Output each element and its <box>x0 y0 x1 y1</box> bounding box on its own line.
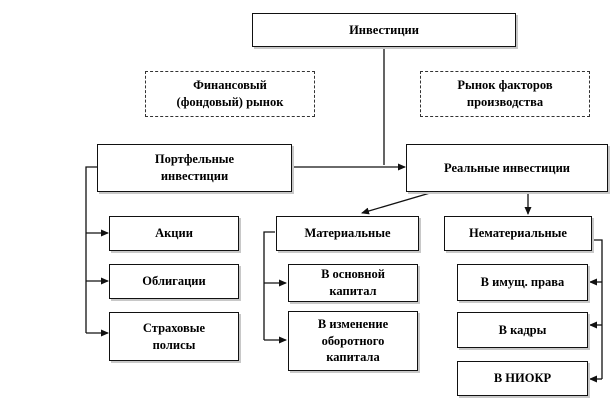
node-financial-market: Финансовый (фондовый) рынок <box>145 71 315 117</box>
node-property-rights: В имущ. права <box>457 264 588 301</box>
node-insurance-policies: Страховые полисы <box>109 312 239 361</box>
node-material: Материальные <box>276 216 419 251</box>
node-fixed-capital: В основной капитал <box>288 264 418 302</box>
node-stocks: Акции <box>109 216 239 251</box>
connector-intangible-bracket <box>592 239 603 379</box>
node-factor-market: Рынок факторов производства <box>420 71 590 117</box>
connector-portfolio-bracket <box>85 166 97 333</box>
node-bonds: Облигации <box>109 264 239 299</box>
node-investments: Инвестиции <box>252 13 516 47</box>
node-working-capital: В изменение оборотного капитала <box>288 311 418 371</box>
node-personnel: В кадры <box>457 312 588 348</box>
node-intangible: Нематериальные <box>444 216 592 251</box>
node-real-investments: Реальные инвестиции <box>406 144 608 192</box>
connector-real-to-material <box>361 192 431 215</box>
node-portfolio-investments: Портфельные инвестиции <box>97 144 292 192</box>
connector-material-bracket <box>263 231 275 340</box>
node-rnd: В НИОКР <box>457 361 588 396</box>
